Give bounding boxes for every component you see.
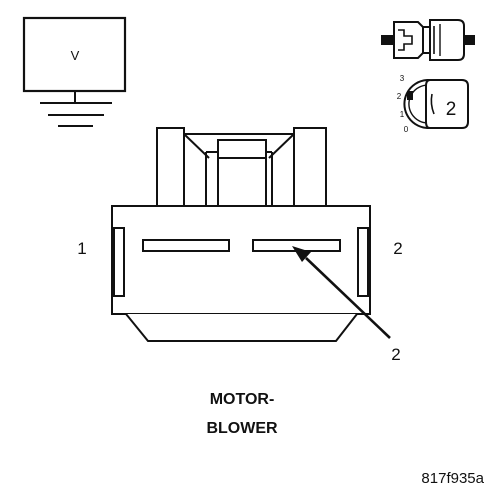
- component-name-line1: MOTOR-: [210, 391, 275, 408]
- key-position-1: 1: [400, 110, 405, 119]
- figure-id: 817f935a: [421, 470, 484, 487]
- callout-label: 2: [391, 345, 400, 364]
- right-rib: [357, 227, 369, 297]
- connector-skirt: [125, 313, 358, 342]
- voltmeter-label: V: [71, 48, 80, 63]
- connector-body: [111, 127, 371, 342]
- pin-label-2: 2: [393, 239, 402, 258]
- connector-housing: [111, 205, 371, 315]
- connector-icon: [381, 19, 475, 61]
- key-badge: 2: [446, 99, 457, 120]
- terminal-cavity-1: [142, 239, 230, 252]
- left-rib: [113, 227, 125, 297]
- ground-icon: [40, 91, 112, 127]
- key-position-3: 3: [400, 74, 405, 83]
- pin-label-1: 1: [77, 239, 86, 258]
- ignition-key-icon: 3 2 1 0 2: [397, 74, 469, 134]
- component-name-line2: BLOWER: [206, 420, 278, 437]
- key-position-0: 0: [404, 125, 409, 134]
- callout-arrow: [292, 246, 391, 339]
- connector-latch: [156, 127, 327, 206]
- voltmeter-symbol: V: [22, 16, 127, 93]
- key-position-2: 2: [397, 92, 402, 101]
